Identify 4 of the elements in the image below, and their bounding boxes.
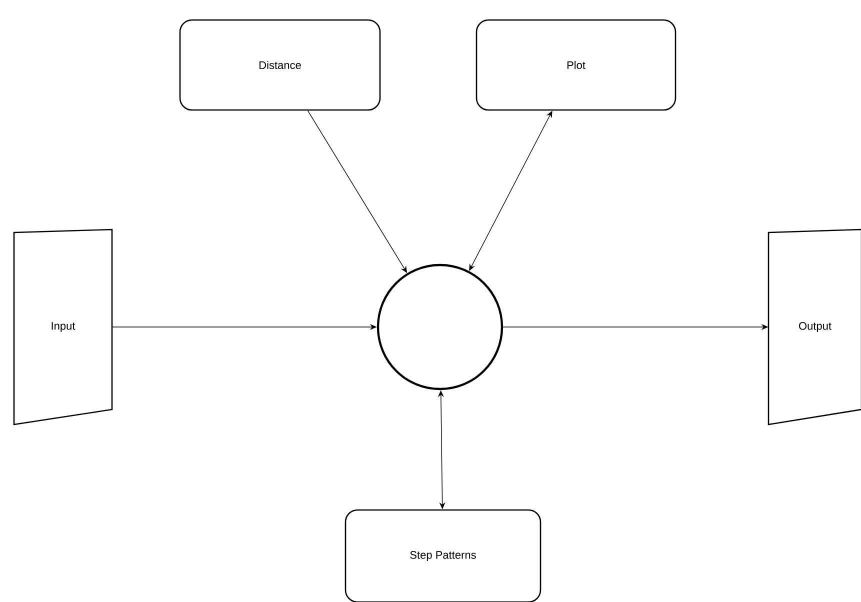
process-circle: [376, 264, 504, 390]
process-box: Distance: [179, 19, 381, 111]
process-box: Plot: [476, 19, 676, 111]
process-box: Step Patterns: [344, 509, 542, 602]
